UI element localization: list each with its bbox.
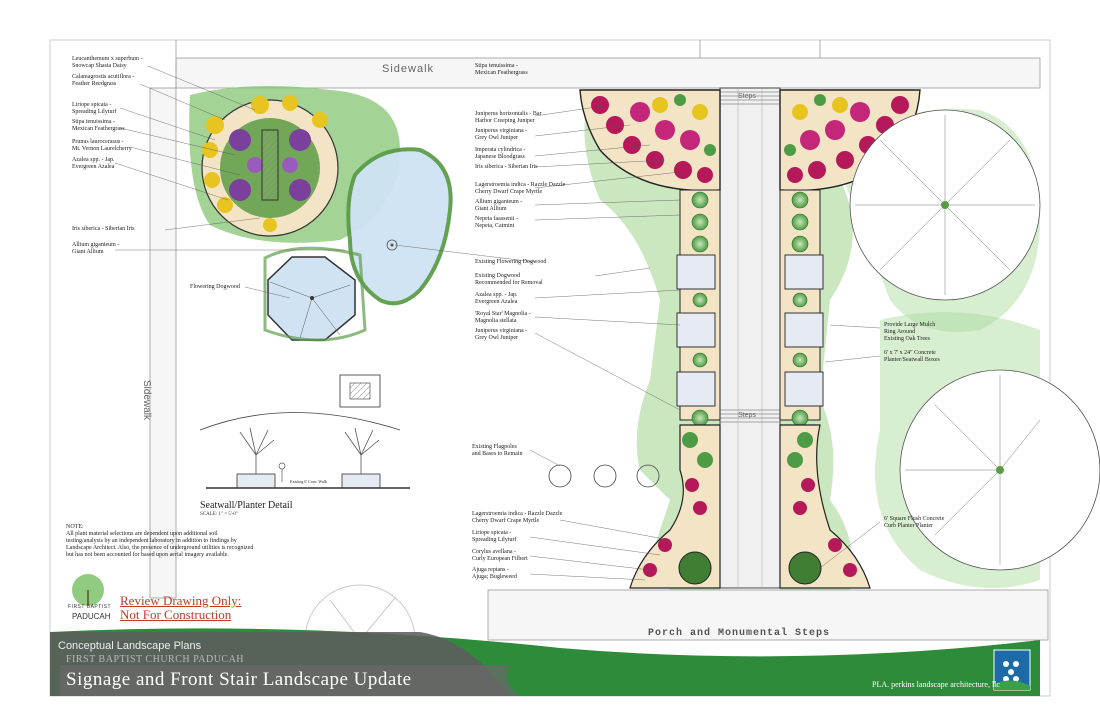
plant-label: Recommended for Removal (475, 280, 543, 286)
plant-label: Stipa tenuissima - (475, 63, 518, 69)
seatwall-detail (199, 374, 410, 489)
plant-label: Japanese Bloodgrass (475, 154, 525, 160)
detail-walk-label: Existing 6' Conc. Walk (290, 479, 327, 484)
plant-label: Snowcap Shasta Daisy (72, 63, 127, 69)
plant-label: Juniperus horizontalis - Bar (475, 111, 542, 117)
plant-label: Evergreen Azalea (475, 299, 518, 305)
plant-label: Nepeta, Catmint (475, 223, 515, 229)
plant-label: Azalea spp. - Jap. (475, 292, 518, 298)
plant-label: Flowering Dogwood (190, 284, 240, 290)
plant-label: Spreading Lilyturf (472, 537, 517, 543)
lower-bed-plants (643, 432, 857, 577)
filbert-planters (678, 551, 822, 585)
callout-label: Existing Oak Trees (884, 336, 931, 342)
title-subtitle1: Conceptual Landscape Plans (58, 640, 202, 652)
title-subtitle2: FIRST BAPTIST CHURCH PADUCAH (66, 654, 245, 665)
firm-logo (993, 649, 1031, 691)
porch-label: Porch and Monumental Steps (648, 628, 831, 639)
plant-label: Spreading Lilyturf (72, 109, 117, 115)
church-logo (72, 574, 104, 606)
church-sign (261, 129, 279, 201)
callout-label: Planter/Seatwall Boxes (884, 357, 940, 363)
plant-label: Mt. Vernon Laurelcherry (72, 146, 132, 152)
plant-label: Existing Flagpoles (472, 444, 517, 450)
purple-flowers (229, 129, 311, 201)
plant-label: Existing Dogwood (475, 273, 521, 279)
callout-label: 6' Square Flush Concrete (884, 516, 945, 522)
front-stair-walk (719, 87, 781, 589)
plant-label: Harbor Creeping Juniper (475, 118, 535, 124)
left-sidewalk-label: Sidewalk (141, 380, 152, 421)
plant-label: Mexican Feathergrass (72, 126, 125, 132)
drawing-title: Signage and Front Stair Landscape Update (66, 669, 412, 690)
detail-title: Seatwall/Planter Detail (200, 500, 293, 511)
top-sidewalk-label: Sidewalk (382, 63, 435, 75)
plant-label: Prunus laurocerasus - (72, 139, 124, 145)
plant-label: Magnolia stellata (475, 318, 517, 324)
right-lower-bed (779, 424, 871, 589)
callout-label: 6' x 7' x 24" Concrete (884, 350, 936, 356)
flagpoles (548, 464, 660, 488)
plant-label: Grey Owl Juniper (475, 335, 518, 341)
left-sidewalk (149, 87, 177, 599)
callout-label: Curb Planter Planter (884, 523, 933, 529)
review-stamp: Review Drawing Only: Not For Constructio… (120, 594, 241, 622)
plant-label: Leucanthemum x superbum - (72, 56, 143, 62)
stair-top-label: Steps (738, 93, 756, 100)
plant-label: Cherry Dwarf Crape Myrtle (472, 518, 540, 524)
plant-label: Grey Owl Juniper (475, 135, 518, 141)
plant-label: Calamagrostis acutiflora - (72, 74, 135, 80)
plant-label: Evergreen Azalea (72, 164, 115, 170)
plant-label: Allium giganteum - (475, 199, 523, 205)
plant-label: Giant Allium (72, 249, 104, 255)
church-logo-line2: PADUCAH (72, 612, 111, 621)
plant-label: Juniperus virginiana - (475, 128, 528, 134)
plant-label: Nepeta faassenii - (475, 216, 518, 222)
porch (487, 589, 1049, 641)
plant-label: Cherry Dwarf Crape Myrtle (475, 189, 543, 195)
plant-label: Ajuga reptans - (472, 567, 509, 573)
strip-shrubs (691, 191, 809, 427)
plant-label: 'Royal Star' Magnolia - (475, 311, 531, 317)
leader-lines (114, 65, 881, 581)
plant-label: Liriope spicata - (72, 102, 112, 108)
stair-mid-label: Steps (738, 412, 756, 419)
plant-label: Liriope spicata - (472, 530, 512, 536)
right-bed-plants (784, 94, 909, 183)
plant-label: Azalea spp. - Jap. (72, 157, 115, 163)
plant-label: Stipa tenuissima - (72, 119, 115, 125)
plant-label: Curly European Filbert (472, 556, 528, 562)
plant-label: Juniperus virginiana - (475, 328, 528, 334)
callout-label: Provide Large Mulch (884, 322, 936, 328)
planter-boxes (676, 254, 824, 407)
church-logo-line1: FIRST BAPTIST (68, 604, 112, 610)
plant-label: Iris siberica - Siberian Iris (475, 164, 538, 170)
top-sidewalk (175, 57, 1041, 89)
plant-label: Ajuga; Bugleweed (472, 574, 517, 580)
review-line1: Review Drawing Only: (120, 593, 242, 608)
plant-label: and Bases to Remain (472, 451, 523, 457)
soil-note: NOTE: All plant material selections are … (66, 524, 254, 558)
callout-label: Ring Around (884, 329, 916, 335)
plant-label: Allium giganteum - (72, 242, 120, 248)
left-bed-plants (591, 94, 716, 183)
plant-label: Lagerstroemia indica - Razzle Dazzle (472, 511, 563, 517)
plant-label: Existing Flowering Dogwood (475, 259, 547, 265)
plant-label: Iris siberica - Siberian Iris (72, 226, 135, 232)
yellow-daisies (202, 95, 328, 232)
plant-label: Corylus avellana - (472, 549, 516, 555)
plant-label: Feather Reedgrass (72, 81, 117, 87)
plant-label: Imperata cylindrica - (475, 147, 526, 153)
rain-garden (346, 147, 453, 306)
review-line2: Not For Construction (120, 607, 232, 622)
detail-scale: SCALE: 1" = 5'-0" (200, 512, 238, 517)
plant-label: Lagerstroemia indica - Razzle Dazzle (475, 182, 566, 188)
plant-label: Giant Allium (475, 206, 507, 212)
firm-name: PLA. perkins landscape architecture, llc (872, 680, 1000, 689)
left-lower-bed (629, 424, 721, 589)
plant-label: Mexican Feathergrass (475, 70, 528, 76)
oak-branches (855, 115, 1041, 565)
stair-treads (720, 91, 780, 423)
